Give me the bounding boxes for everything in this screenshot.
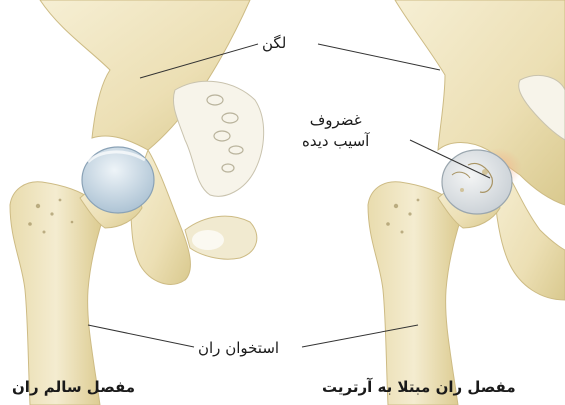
- arthritic-joint-caption: مفصل ران مبتلا به آرتریت: [322, 378, 516, 396]
- femur-pointer-left: [88, 325, 194, 347]
- damaged-cartilage-label-line2: آسیب دیده: [302, 131, 369, 152]
- healthy-sacrum-vertebrae: [173, 81, 263, 196]
- pelvis-label: لگن: [262, 34, 286, 52]
- damaged-cartilage-label-line1: غضروف: [302, 110, 369, 131]
- healthy-joint-caption: مفصل سالم ران: [12, 378, 135, 396]
- pelvis-pointer-right: [318, 44, 440, 70]
- healthy-cartilage: [82, 147, 154, 213]
- damaged-cartilage: [442, 150, 512, 214]
- damaged-cartilage-label: غضروف آسیب دیده: [302, 110, 369, 152]
- femur-label: استخوان ران: [198, 339, 279, 357]
